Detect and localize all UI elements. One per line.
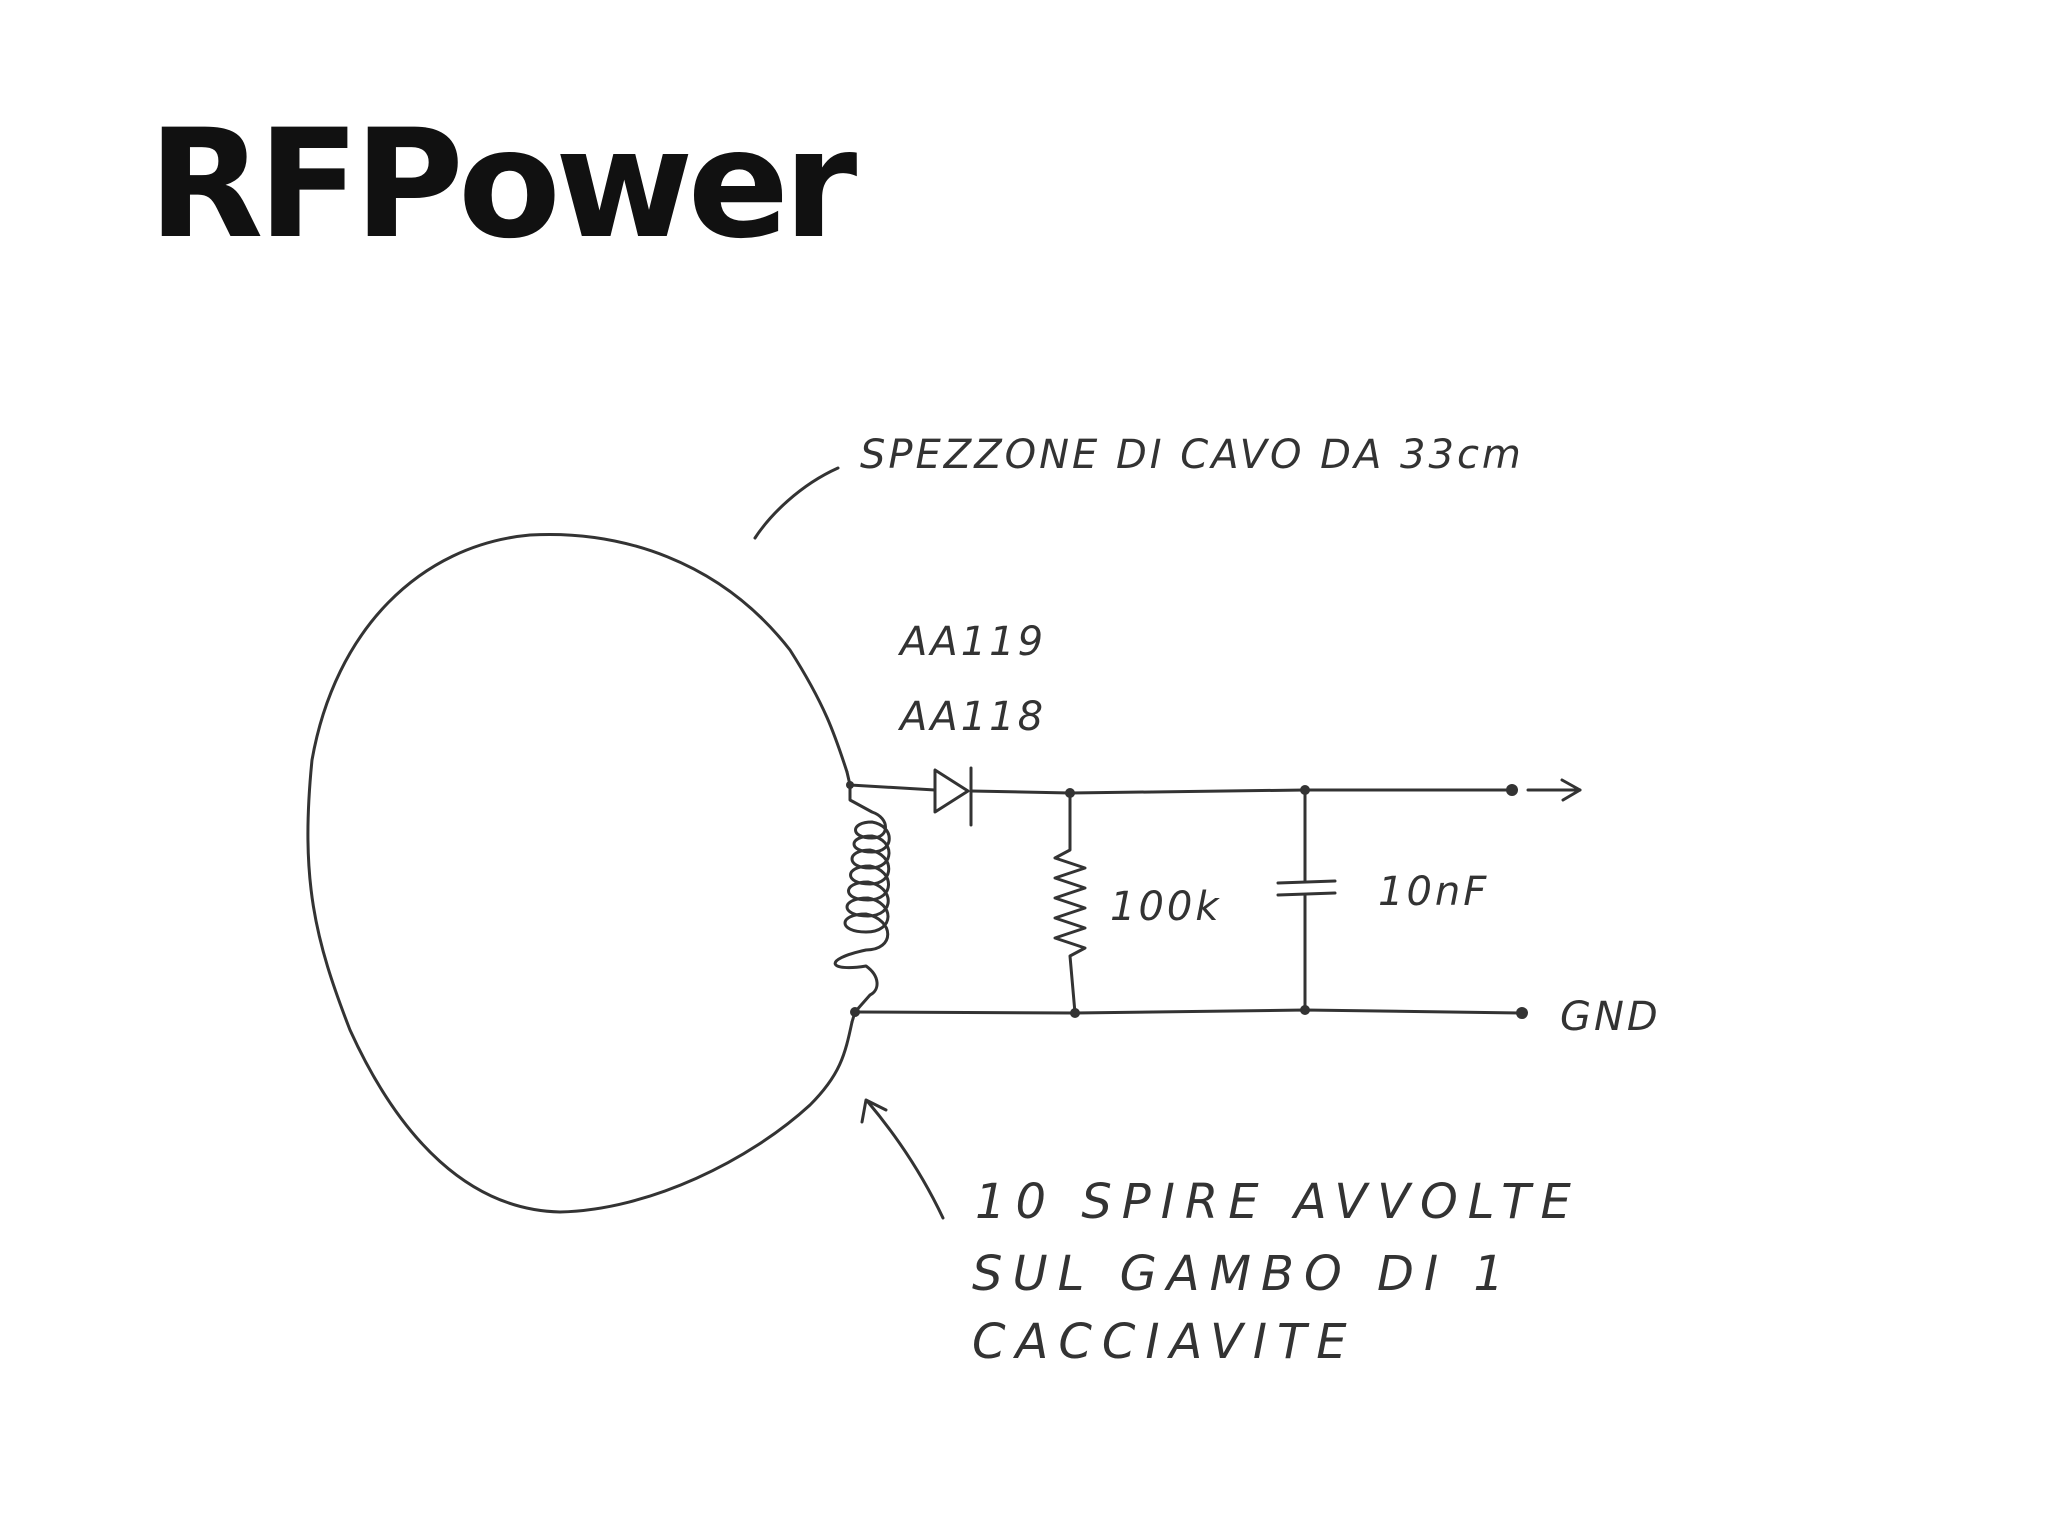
cable-label: SPEZZONE DI CAVO DA 33cm	[860, 432, 1524, 478]
top-wire-right	[969, 788, 1512, 795]
diode-label-aa119: AA119	[897, 619, 1046, 665]
slide-title: RFPower	[148, 98, 857, 272]
junction-dot	[846, 781, 854, 789]
junction-dot	[850, 1007, 860, 1017]
capacitor-symbol	[1276, 788, 1337, 1012]
coil-note-line-1: 10 SPIRE AVVOLTE	[975, 1174, 1581, 1230]
inductor-coil	[833, 783, 891, 1014]
resistor-label: 100k	[1110, 884, 1222, 930]
top-wire-left	[848, 783, 937, 792]
cable-leader-line	[753, 466, 840, 540]
output-terminal-dot	[1506, 784, 1518, 796]
diode-symbol	[933, 766, 973, 827]
junction-dot	[1065, 788, 1075, 798]
coil-note-line-2: SUL GAMBO DI 1	[972, 1246, 1514, 1302]
output-arrow-icon	[1526, 778, 1582, 802]
capacitor-label: 10nF	[1378, 869, 1489, 915]
loop-antenna	[306, 532, 854, 1214]
coil-note-arrow-icon	[860, 1098, 945, 1220]
gnd-label: GND	[1560, 994, 1661, 1040]
junction-dot	[1070, 1008, 1080, 1018]
coil-note-line-3: CACCIAVITE	[972, 1314, 1357, 1370]
bottom-wire	[853, 1008, 1522, 1015]
junction-dot	[1300, 785, 1310, 795]
junction-dot	[1300, 1005, 1310, 1015]
diode-label-aa118: AA118	[897, 694, 1046, 740]
resistor-symbol	[1053, 791, 1087, 1015]
gnd-terminal-dot	[1516, 1007, 1528, 1019]
